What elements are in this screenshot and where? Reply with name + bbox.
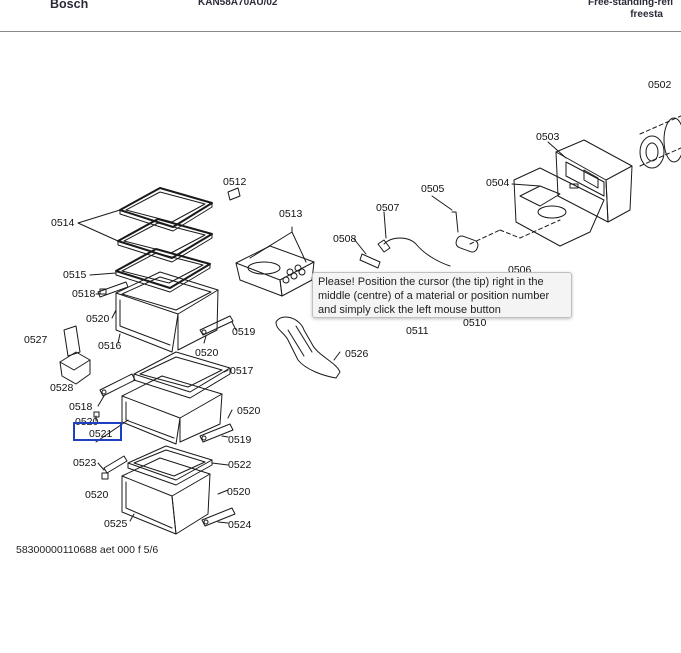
part-number-0518-lower[interactable]: 0518: [69, 401, 93, 413]
leader-0513: [249, 226, 307, 263]
part-number-0513[interactable]: 0513: [279, 208, 303, 220]
small-clip[interactable]: [227, 187, 241, 201]
part-number-0510[interactable]: 0510: [463, 317, 487, 329]
help-tooltip: Please! Position the cursor (the tip) ri…: [312, 272, 572, 318]
part-number-0502[interactable]: 0502: [648, 79, 672, 91]
part-number-0508[interactable]: 0508: [333, 233, 357, 245]
rail-left-bottom[interactable]: [101, 455, 128, 480]
front-panel[interactable]: [513, 167, 605, 247]
rail-left-middle[interactable]: [93, 373, 136, 418]
rail-right-upper[interactable]: [199, 315, 234, 336]
part-number-0520-b[interactable]: 0520: [195, 347, 219, 359]
part-number-0523[interactable]: 0523: [73, 457, 97, 469]
selected-part-highlight: [73, 422, 122, 441]
part-number-0511[interactable]: 0511: [406, 325, 429, 337]
model-number: KAN58A70AU/02: [198, 0, 278, 8]
rail-right-middle[interactable]: [199, 423, 234, 443]
part-number-0519-upper[interactable]: 0519: [232, 326, 256, 338]
part-number-0514[interactable]: 0514: [51, 217, 75, 229]
header-divider: [0, 31, 681, 32]
part-number-0512[interactable]: 0512: [223, 176, 247, 188]
part-number-0520-f[interactable]: 0520: [227, 486, 251, 498]
part-number-0518-upper[interactable]: 0518: [72, 288, 96, 300]
part-number-0503[interactable]: 0503: [536, 131, 560, 143]
part-number-0520-a[interactable]: 0520: [86, 313, 110, 325]
part-number-0528[interactable]: 0528: [50, 382, 74, 394]
part-number-0515[interactable]: 0515: [63, 269, 87, 281]
leader-0503: [547, 141, 567, 159]
document-id: 58300000110688 aet 000 f 5/6: [16, 544, 159, 556]
part-number-0521[interactable]: 0521: [89, 428, 113, 440]
part-number-0520-d[interactable]: 0520: [237, 405, 261, 417]
control-housing[interactable]: [555, 139, 633, 223]
drawer-bottom-box[interactable]: [121, 457, 211, 535]
leader-lines: [77, 195, 453, 524]
part-number-0516[interactable]: 0516: [98, 340, 122, 352]
part-number-0507[interactable]: 0507: [376, 202, 400, 214]
drawer-upper[interactable]: [115, 271, 219, 353]
sensor-wiring[interactable]: [359, 211, 561, 269]
rail-right-bottom[interactable]: [201, 507, 236, 527]
leader-0504: [511, 183, 541, 187]
part-number-0526[interactable]: 0526: [345, 348, 369, 360]
part-number-0527[interactable]: 0527: [24, 334, 48, 346]
part-number-0522[interactable]: 0522: [228, 459, 252, 471]
part-number-0504[interactable]: 0504: [486, 177, 510, 189]
part-number-0505[interactable]: 0505: [421, 183, 445, 195]
category-title-line1: Free-standing-refi: [588, 0, 674, 8]
bracket-part[interactable]: [59, 325, 91, 385]
category-title-line2: freesta: [630, 9, 663, 20]
brand-name: Bosch: [50, 0, 89, 11]
fan-assembly[interactable]: [639, 115, 681, 169]
rail-left-upper[interactable]: [97, 281, 129, 298]
glass-shelf-lower[interactable]: [115, 248, 211, 293]
part-number-0525[interactable]: 0525: [104, 518, 128, 530]
part-number-0524[interactable]: 0524: [228, 519, 252, 531]
part-number-0520-e[interactable]: 0520: [85, 489, 109, 501]
part-number-0519-lower[interactable]: 0519: [228, 434, 252, 446]
egg-tray[interactable]: [235, 245, 315, 297]
drawer-bottom-lid[interactable]: [127, 445, 213, 486]
drawer-middle-box[interactable]: [121, 375, 223, 445]
door-flap[interactable]: [275, 316, 341, 379]
page-header: Bosch KAN58A70AU/02 Free-standing-refi f…: [0, 0, 681, 32]
part-number-0517[interactable]: 0517: [230, 365, 254, 377]
